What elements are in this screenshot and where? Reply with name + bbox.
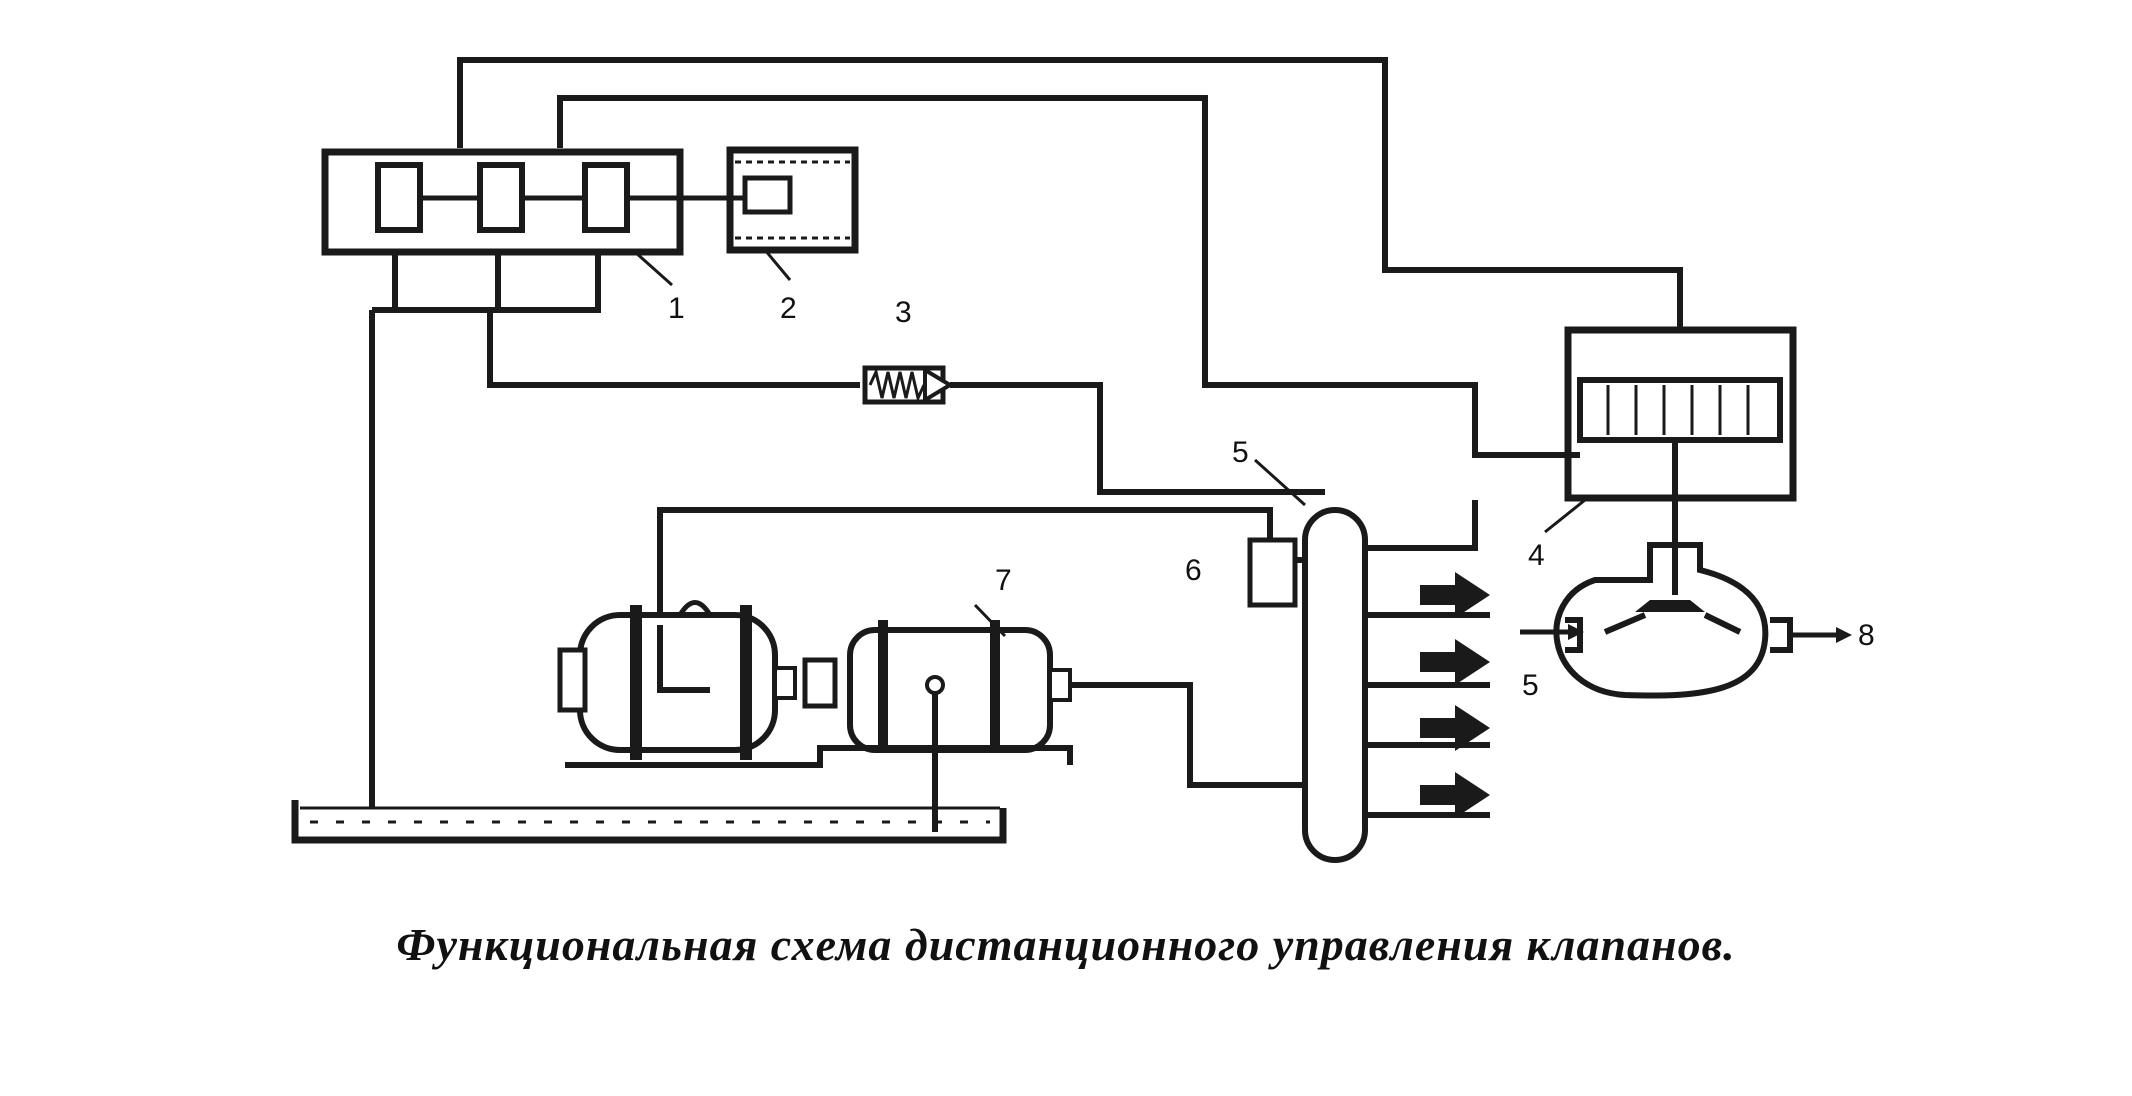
actuator-4 <box>1544 326 1797 595</box>
output-arrows <box>1420 572 1490 818</box>
leader-lines <box>634 249 1007 638</box>
label-5-top: 5 <box>1232 436 1249 469</box>
block1-lower-lines <box>369 252 860 808</box>
control-block-1 <box>321 148 745 256</box>
label-2: 2 <box>780 292 797 325</box>
manifold-5 <box>1253 458 1490 863</box>
oil-tank <box>291 800 1007 844</box>
label-7: 7 <box>995 564 1012 597</box>
figure-caption: Функциональная схема дистанционного упра… <box>396 919 1736 970</box>
check-valve-3 <box>862 365 1325 495</box>
label-5-right: 5 <box>1522 669 1539 702</box>
valve-8 <box>1520 542 1852 699</box>
label-6: 6 <box>1185 554 1202 587</box>
label-1: 1 <box>668 292 685 325</box>
switch-panel-2 <box>726 146 859 254</box>
label-4: 4 <box>1528 539 1545 572</box>
label-8: 8 <box>1858 619 1875 652</box>
label-3: 3 <box>895 296 912 329</box>
motor-pump-7 <box>557 507 1305 832</box>
top-control-lines <box>457 57 1683 458</box>
pressure-switch-6 <box>1247 537 1305 608</box>
